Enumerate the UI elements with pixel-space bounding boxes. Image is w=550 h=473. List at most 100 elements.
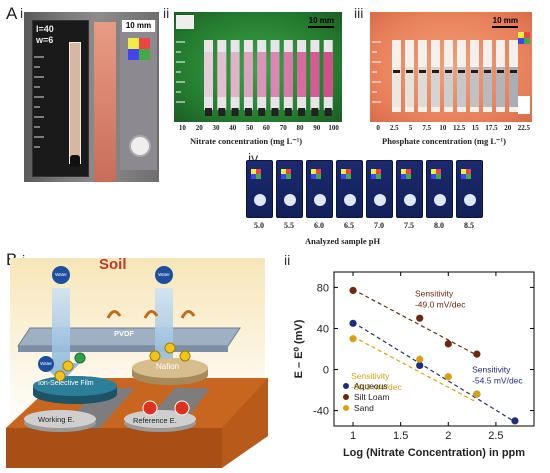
legend-label: Silt Loam (354, 392, 389, 402)
panel-a-iii-label: iii (354, 5, 364, 21)
ph-tick-label: 8.0 (434, 221, 444, 230)
panel-a-i-label: i (20, 5, 24, 21)
phosphate-strip (405, 40, 414, 112)
strip-mark (471, 70, 478, 73)
charge-icon (142, 400, 158, 416)
color-reference-squares (518, 32, 530, 44)
ion-icon (74, 352, 86, 364)
sensitivity-annotation: Sensitivity (351, 371, 390, 381)
panel-a-ii-label: ii (163, 5, 170, 21)
phosphate-color-zone (392, 67, 401, 107)
phosphate-tick-label: 22.5 (517, 124, 531, 132)
strip-mark (406, 70, 413, 73)
data-point (473, 390, 481, 398)
strip-mark (497, 70, 504, 73)
strip-mark (419, 70, 426, 73)
fit-line (352, 321, 516, 423)
x-tick-label: 1 (350, 430, 356, 442)
pvdf-label: PVDF (114, 329, 135, 338)
ion-icon (179, 350, 191, 362)
phosphate-color-zone (483, 67, 492, 107)
panel-a-ii-photo: 10 mm (174, 12, 342, 122)
phosphate-tick-label: 10 (439, 124, 447, 132)
phosphate-tick-label: 5 (408, 124, 413, 132)
strip-base (284, 108, 292, 116)
phosphate-tick-label: 20 (504, 124, 512, 132)
ion-selective-film-label: Ion-Selective Film (38, 380, 94, 387)
curved-arrow-icon (106, 310, 122, 319)
data-point (349, 335, 357, 343)
nafion-label: Nafion (156, 362, 180, 371)
phosphate-color-zone (496, 67, 505, 107)
sensitivity-annotation: Sensitivity (472, 365, 511, 375)
y-axis-label: E – E⁰ (mV) (293, 319, 305, 378)
nitrate-tick-label: 30 (212, 124, 220, 132)
soil-sensor-schematic (6, 258, 268, 468)
data-point (416, 314, 424, 322)
legend-label: Aqueous (354, 381, 388, 391)
data-point (473, 350, 481, 358)
color-reference-squares (431, 169, 441, 179)
nitrate-color-zone (270, 52, 280, 97)
sensitivity-annotation: -50.3 mV/dec (351, 382, 402, 392)
ph-sensing-dot (403, 194, 416, 206)
data-point (416, 355, 424, 363)
panel-b-ii-label: ii (284, 252, 291, 268)
working-electrode-label: Working E. (38, 415, 75, 424)
ph-test-card (246, 160, 273, 218)
sensitivity-annotation: -49.0 mV/dec (415, 300, 466, 310)
pink-strip (94, 22, 116, 182)
strip-base (218, 108, 226, 116)
nitrate-tick-label: 40 (229, 124, 237, 132)
panel-a-iii-xlabel: Phosphate concentration (mg L⁻¹) (382, 136, 506, 146)
water-drop-icon (155, 266, 173, 284)
ph-test-card (426, 160, 453, 218)
test-strip (69, 42, 81, 164)
reference-electrode-label: Reference E. (133, 416, 177, 425)
color-reference-squares (461, 169, 471, 179)
nitrate-tick-label: 70 (279, 124, 287, 132)
y-tick-label: 40 (317, 323, 329, 335)
panel-a-iv-label: iv (248, 150, 259, 166)
reference-dot (129, 135, 151, 157)
strip-base (205, 108, 212, 116)
nitrate-tick-label: 20 (195, 124, 203, 132)
strip-mark (432, 70, 439, 73)
strip-base (258, 108, 266, 116)
nitrate-tick-label: 90 (313, 124, 321, 132)
ph-tick-label: 6.5 (344, 221, 354, 230)
data-point (444, 340, 452, 348)
color-reference-squares (251, 169, 261, 179)
ph-tick-label: 7.0 (374, 221, 384, 230)
phosphate-tick-label: 15 (471, 124, 479, 132)
nitrate-tick-label: 80 (296, 124, 304, 132)
strip-base (244, 108, 252, 116)
legend-marker (343, 394, 349, 400)
ph-test-card (276, 160, 303, 218)
nitrate-strip (204, 40, 213, 110)
ph-tick-label: 8.5 (464, 221, 474, 230)
phosphate-strip (470, 40, 479, 112)
phosphate-strip (444, 40, 453, 112)
nitrate-color-zone (204, 52, 213, 97)
curved-arrow-icon (143, 310, 159, 319)
nitrate-tick-label: 60 (262, 124, 270, 132)
ph-tick-label: 5.5 (284, 221, 294, 230)
panel-a-i-scale: 10 mm (122, 20, 155, 32)
nitrate-color-zone (257, 52, 267, 97)
phosphate-strip (418, 40, 427, 112)
phosphate-color-zone (457, 67, 466, 107)
length-text: l=40 (36, 24, 54, 34)
ph-tick-label: 5.0 (254, 221, 264, 230)
strip-base (298, 108, 306, 116)
phosphate-color-zone (418, 67, 427, 107)
strip-base (271, 108, 279, 116)
ion-icon (149, 350, 161, 362)
sensitivity-annotation: Sensitivity (415, 289, 454, 299)
data-point (416, 361, 424, 370)
nitrate-color-zone (230, 52, 240, 97)
fit-line (352, 288, 478, 356)
fit-line (352, 336, 478, 403)
panel-a-letter: A (6, 4, 18, 23)
